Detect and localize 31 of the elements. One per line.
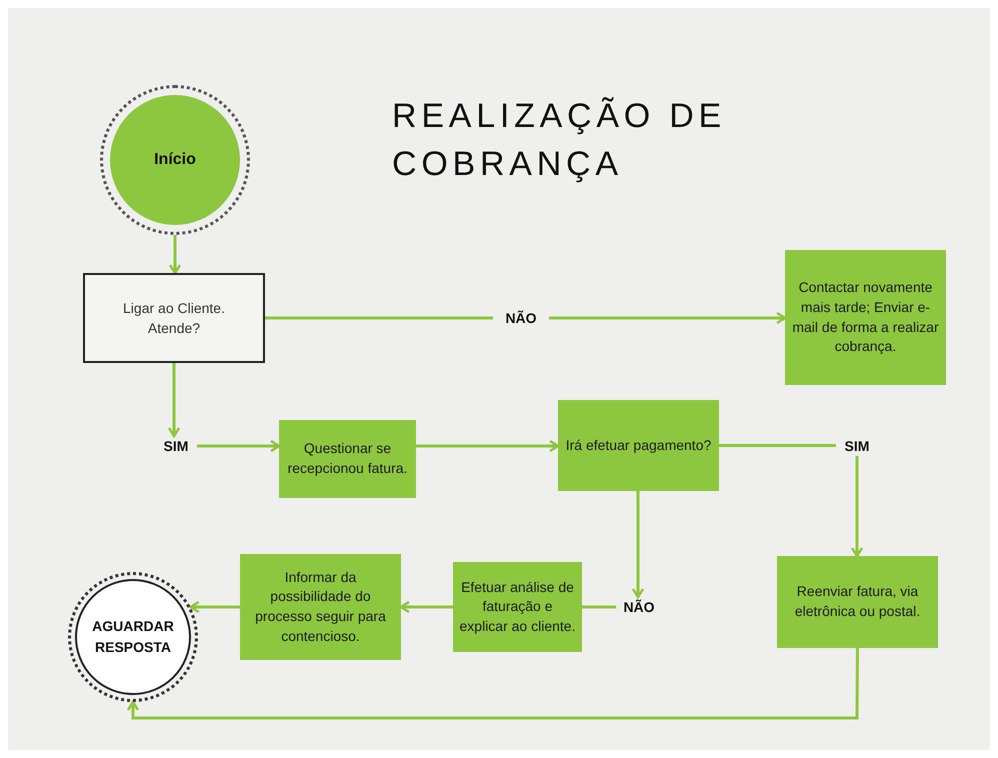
node-label: Informar da possibilidade do processo seguir para contencioso. <box>254 568 387 646</box>
arrow <box>168 235 182 274</box>
decision-box <box>83 273 265 363</box>
title: REALIZAÇÃO DE COBRANÇA <box>392 96 727 185</box>
arrow <box>400 600 453 614</box>
branch-label: SIM <box>844 436 870 456</box>
node-label: Efetuar análise de faturação e explicar ao cliente. <box>459 578 576 636</box>
arrow <box>549 312 786 324</box>
branch-label: SIM <box>164 436 188 456</box>
arrow <box>168 363 180 438</box>
process-box <box>279 420 416 498</box>
arrow <box>850 456 864 558</box>
process-box <box>453 562 582 652</box>
arrow <box>126 648 859 720</box>
node-label: Questionar se recepcionou fatura. <box>286 439 408 478</box>
process-box <box>777 556 938 648</box>
arrow <box>197 440 280 452</box>
node-label: AGUARDAR RESPOSTA <box>91 617 175 657</box>
node-label: Irá efetuar pagamento? <box>566 436 712 455</box>
arrow <box>632 491 644 598</box>
arrow <box>189 600 240 614</box>
process-box <box>785 250 946 385</box>
node-label: Ligar ao Cliente. Atende? <box>122 298 226 338</box>
branch-label: NÃO <box>623 598 655 616</box>
branch-label: NÃO <box>505 308 537 328</box>
node-label: Contactar novamente mais tarde; Enviar e-mail de forma a realizar cobrança. <box>791 278 940 356</box>
arrow <box>416 440 560 452</box>
node-label: Início <box>154 150 196 170</box>
node-label: Reenviar fatura, via eletrônica ou postal. <box>794 582 922 621</box>
process-box <box>240 554 401 660</box>
process-box <box>558 400 719 491</box>
